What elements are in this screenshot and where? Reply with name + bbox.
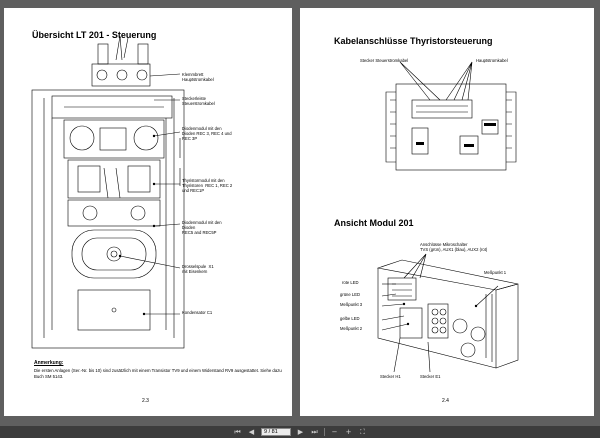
label-stecker-h1: Stecker H1 — [380, 374, 401, 379]
fullscreen-icon[interactable]: ⛶ — [360, 427, 365, 436]
right-page: Kabelanschlüsse Thyristorsteuerung Steck… — [300, 8, 594, 416]
first-page-icon[interactable]: ⏮ — [234, 427, 241, 436]
cable-connections-drawing — [385, 61, 517, 171]
label-rote-led: rote LED — [342, 280, 359, 285]
last-page-icon[interactable]: ⏭ — [311, 427, 318, 436]
toolbar-divider — [324, 428, 325, 436]
prev-page-icon[interactable]: ◀ — [248, 427, 255, 436]
left-page: Übersicht LT 201 - Steuerung — [4, 8, 292, 416]
label-gruene-led: grüne LED — [340, 292, 361, 297]
right-page-number: 2.4 — [442, 398, 449, 404]
viewer-toolbar: ⏮ ◀ 9 / 81 ▶ ⏭ − + ⛶ — [0, 426, 600, 438]
zoom-out-icon[interactable]: − — [331, 427, 338, 436]
label-messpunkt-2: Meßpunkt 2 — [340, 326, 363, 331]
label-kondensator: Kondensator C1 — [182, 310, 213, 315]
left-page-title: Übersicht LT 201 - Steuerung — [32, 30, 157, 40]
label-hauptstromkabel: Hauptstromkabel — [476, 58, 508, 63]
label-diodenmodul-rec5: Diodenmodul mit den Dioden REC5 and REC5… — [182, 220, 222, 235]
label-gelbe-led: gelbe LED — [340, 316, 360, 321]
cable-connections-title: Kabelanschlüsse Thyristorsteuerung — [334, 36, 493, 46]
module-view-title: Ansicht Modul 201 — [334, 218, 414, 228]
label-drosselspule: Drosselspule X1 mit Eisenkern — [182, 264, 214, 274]
label-klemmbrett: Klemmbrett Hauptstromkabel — [182, 72, 214, 82]
label-thyristormodul: Thyristormodul mit den Thyristoren REC 1… — [182, 178, 233, 193]
note-heading: Anmerkung: — [34, 360, 64, 366]
label-stecker-e1: Stecker E1 — [420, 374, 441, 379]
label-messpunkt-3: Meßpunkt 3 — [340, 302, 363, 307]
label-steckerleiste: Steckerleiste Steuerstromkabel — [182, 96, 215, 106]
note-text: Die ersten Anlagen (Ser.-Nr. bis 10) sin… — [34, 368, 282, 379]
module-201-drawing — [376, 253, 519, 373]
left-page-number: 2.3 — [142, 398, 149, 404]
zoom-in-icon[interactable]: + — [345, 427, 352, 436]
label-diodenmodul-rec3: Diodenmodul mit den Dioden REC 3, REC 4 … — [182, 126, 232, 141]
next-page-icon[interactable]: ▶ — [297, 427, 304, 436]
label-anschluesse-mikroschalter: Anschlüsse Mikroschalter TVS (grün), AUX… — [420, 242, 488, 252]
label-stecker-steuerstromkabel: Stecker Steuerstromkabel — [360, 58, 409, 63]
page-number-input[interactable]: 9 / 81 — [261, 428, 291, 436]
label-messpunkt-1: Meßpunkt 1 — [484, 270, 507, 275]
controller-overview-drawing — [31, 35, 185, 349]
